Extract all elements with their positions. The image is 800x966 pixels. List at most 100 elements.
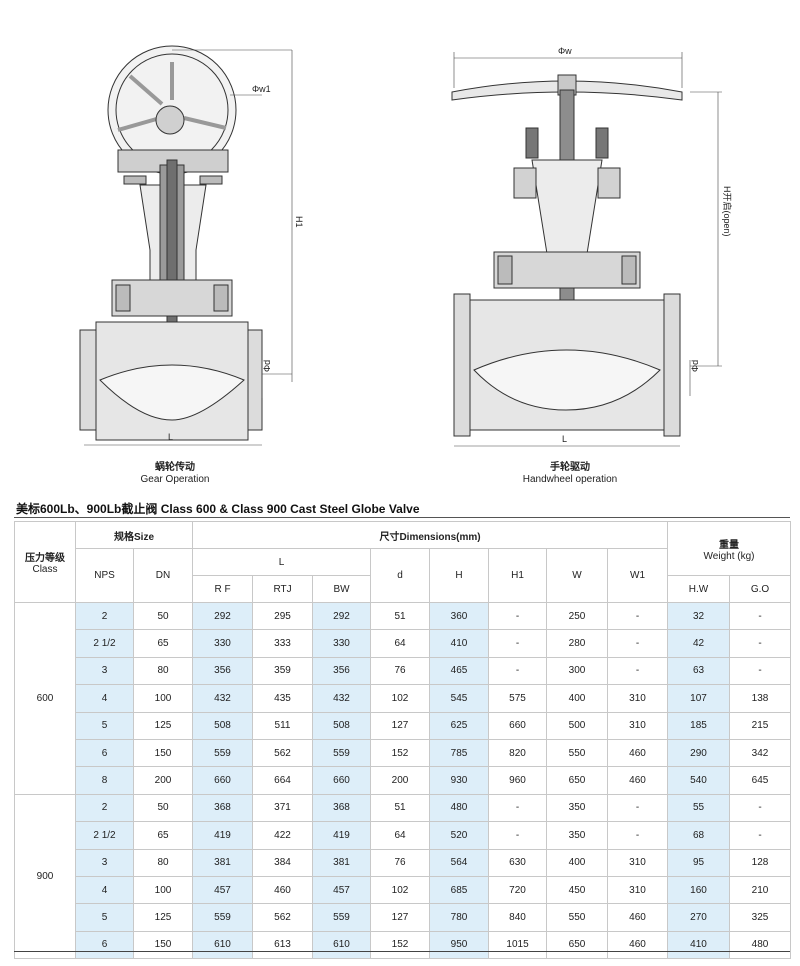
header-class-en: Class bbox=[32, 564, 58, 575]
table-cell: 2 bbox=[75, 601, 134, 631]
table-cell: 930 bbox=[429, 766, 490, 795]
table-cell: 63 bbox=[667, 656, 731, 686]
table-cell: 660 bbox=[488, 711, 548, 740]
table-cell: 460 bbox=[607, 766, 669, 795]
table-cell: 185 bbox=[667, 711, 731, 740]
table-cell: 152 bbox=[370, 930, 431, 960]
table-cell: 292 bbox=[192, 601, 254, 631]
table-cell: 3 bbox=[75, 656, 134, 686]
table-cell: 400 bbox=[546, 848, 609, 877]
table-cell: 450 bbox=[546, 875, 609, 905]
table-cell: 152 bbox=[370, 738, 431, 768]
handwheel-operated-valve-drawing bbox=[451, 74, 683, 437]
table-cell: 508 bbox=[192, 711, 254, 740]
table-cell: 564 bbox=[429, 848, 490, 877]
table-cell: 422 bbox=[252, 821, 314, 850]
table-cell: 127 bbox=[370, 903, 431, 932]
header-hw: H.W bbox=[667, 575, 731, 603]
table-cell: 55 bbox=[667, 793, 731, 823]
table-cell: 127 bbox=[370, 711, 431, 740]
table-cell: 720 bbox=[488, 875, 548, 905]
table-cell: 460 bbox=[607, 930, 669, 960]
table-cell: 368 bbox=[192, 793, 254, 823]
table-cell: - bbox=[607, 629, 669, 658]
handwheel-dimension-lines bbox=[453, 52, 722, 447]
gear-operation-caption: 蜗轮传动 Gear Operation bbox=[120, 462, 230, 486]
table-cell: 508 bbox=[312, 711, 372, 740]
header-d: d bbox=[370, 548, 431, 603]
table-cell: 685 bbox=[429, 875, 490, 905]
table-cell: 310 bbox=[607, 875, 669, 905]
table-cell: 500 bbox=[546, 711, 609, 740]
header-class-zh: 压力等级 bbox=[25, 553, 65, 564]
table-cell: 65 bbox=[132, 821, 194, 850]
table-cell: 330 bbox=[312, 629, 372, 658]
valve-drawings: Φw1 H1 Φd L Φw H开启(open) bbox=[79, 45, 733, 447]
table-cell: 51 bbox=[370, 793, 431, 823]
table-cell: 102 bbox=[370, 684, 431, 713]
gear-caption-zh: 蜗轮传动 bbox=[155, 462, 195, 473]
table-cell: 250 bbox=[546, 601, 609, 631]
table-cell: 292 bbox=[312, 601, 372, 631]
table-cell: 150 bbox=[132, 738, 194, 768]
table-cell: 200 bbox=[132, 766, 194, 795]
table-cell: 300 bbox=[546, 656, 609, 686]
table-cell: 610 bbox=[192, 930, 254, 960]
table-cell: 102 bbox=[370, 875, 431, 905]
header-weight: 重量 Weight (kg) bbox=[667, 521, 792, 576]
gear-dimension-lines bbox=[84, 49, 293, 446]
table-cell: 820 bbox=[488, 738, 548, 768]
dim-label-phi-d-left: Φd bbox=[262, 360, 272, 372]
table-cell: 559 bbox=[192, 903, 254, 932]
table-cell: - bbox=[729, 793, 792, 823]
table-cell: 160 bbox=[667, 875, 731, 905]
header-dimensions: 尺寸Dimensions(mm) bbox=[192, 521, 669, 549]
table-cell: 310 bbox=[607, 711, 669, 740]
dim-label-l-right: L bbox=[562, 434, 567, 444]
table-cell: 107 bbox=[667, 684, 731, 713]
table-cell: 650 bbox=[546, 930, 609, 960]
dim-label-phi-w: Φw bbox=[558, 46, 572, 56]
table-cell: 6 bbox=[75, 738, 134, 768]
table-cell: 8 bbox=[75, 766, 134, 795]
table-cell: 480 bbox=[429, 793, 490, 823]
table-cell: 210 bbox=[729, 875, 792, 905]
table-cell: 290 bbox=[667, 738, 731, 768]
table-cell: 125 bbox=[132, 711, 194, 740]
handwheel-operation-caption: 手轮驱动 Handwheel operation bbox=[500, 462, 640, 486]
table-cell: 400 bbox=[546, 684, 609, 713]
table-cell: 650 bbox=[546, 766, 609, 795]
table-cell: 540 bbox=[667, 766, 731, 795]
header-h1: H1 bbox=[488, 548, 548, 603]
class-cell: 900 bbox=[14, 793, 76, 960]
table-cell: 432 bbox=[312, 684, 372, 713]
header-w1: W1 bbox=[607, 548, 669, 603]
header-nps: NPS bbox=[75, 548, 134, 603]
table-cell: 664 bbox=[252, 766, 314, 795]
header-weight-zh: 重量 bbox=[719, 539, 740, 551]
table-cell: 550 bbox=[546, 903, 609, 932]
table-cell: 5 bbox=[75, 903, 134, 932]
table-cell: - bbox=[488, 601, 548, 631]
table-cell: 460 bbox=[252, 875, 314, 905]
table-bottom-rule bbox=[14, 951, 790, 952]
title-rule bbox=[14, 517, 790, 518]
header-size: 规格Size bbox=[74, 521, 194, 549]
table-cell: 350 bbox=[546, 821, 609, 850]
table-cell: 6 bbox=[75, 930, 134, 960]
table-cell: 1015 bbox=[488, 930, 548, 960]
table-cell: 330 bbox=[192, 629, 254, 658]
table-cell: 613 bbox=[252, 930, 314, 960]
table-cell: 559 bbox=[312, 738, 372, 768]
table-cell: 384 bbox=[252, 848, 314, 877]
table-cell: 562 bbox=[252, 903, 314, 932]
